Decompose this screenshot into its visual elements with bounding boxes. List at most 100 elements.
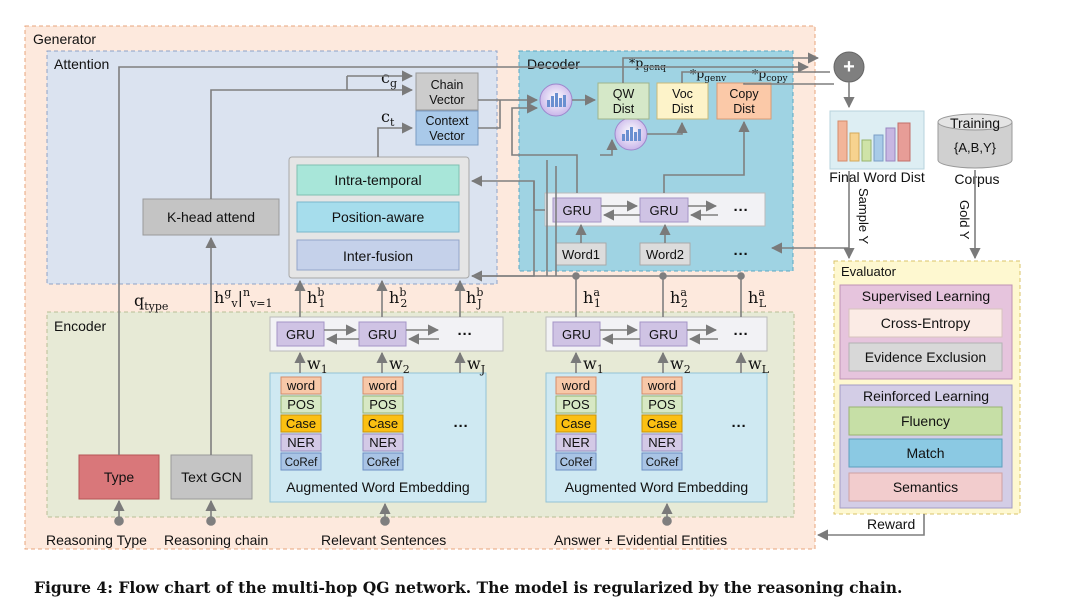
feature-case-label-2: Case: [368, 416, 398, 431]
k-head-attend-box: K-head attend: [142, 198, 280, 236]
encoder-left-gru-row: GRU GRU ···: [269, 316, 504, 352]
input-answer-entities: Answer + Evidential Entities: [554, 532, 727, 548]
p-copy-symbol: *pcopy: [752, 66, 788, 84]
reinforced-learning-group: Reinforced Learning Fluency Match Semant…: [839, 384, 1013, 509]
semantics-label: Semantics: [893, 479, 958, 495]
w-right-label-3: wL: [748, 354, 770, 376]
enc-right-gru-ellipsis: ···: [734, 326, 749, 343]
feature-pos-label-2: POS: [369, 397, 397, 412]
supervised-label: Supervised Learning: [862, 288, 990, 304]
decoder-gru-2: [639, 197, 689, 223]
qw-dist-line2: Dist: [613, 102, 635, 116]
k-head-label: K-head attend: [167, 209, 255, 225]
match-box: [848, 438, 1003, 468]
feature-pos-2: [362, 395, 404, 414]
evidence-exclusion-label: Evidence Exclusion: [865, 349, 986, 365]
feature-word-1: [280, 376, 322, 395]
enc-left-gru-2: [358, 321, 407, 347]
decoder-gru-ellipsis: ···: [734, 202, 749, 219]
cross-entropy-label: Cross-Entropy: [881, 315, 970, 331]
attention-layer-stack: Intra-temporal Position-aware Inter-fusi…: [288, 156, 470, 279]
figure-caption: Figure 4: Flow chart of the multi-hop QG…: [34, 578, 903, 597]
c-g-symbol: cg: [381, 68, 397, 90]
text-gcn-label: Text GCN: [181, 469, 242, 485]
feature-ner-1: [280, 433, 322, 452]
intra-temporal-layer: [296, 164, 460, 196]
feature-pos-label-4: POS: [648, 397, 676, 412]
w-left-label-3: wJ: [467, 354, 485, 376]
context-vector-box: Context Vector: [415, 110, 479, 146]
input-relevant-sentences: Relevant Sentences: [321, 532, 446, 548]
feature-coref-1: [280, 452, 322, 471]
feature-case-4: [641, 414, 683, 433]
voc-dist-box: Voc Dist: [656, 82, 709, 120]
feature-ner-2: [362, 433, 404, 452]
w-left-label-2: w2: [389, 354, 410, 376]
semantics-box: [848, 472, 1003, 502]
h-g-symbol: hgv|nv=1: [214, 286, 273, 310]
feature-case-3: [555, 414, 597, 433]
feature-word-2: [362, 376, 404, 395]
reinforced-label: Reinforced Learning: [863, 388, 989, 404]
encoder-right-gru-row: GRU GRU ···: [545, 316, 768, 352]
enc-right-gru-1-label: GRU: [562, 327, 591, 342]
context-vector-line1: Context: [425, 114, 469, 128]
enc-left-gru-1: [276, 321, 325, 347]
evaluator-label: Evaluator: [841, 264, 897, 279]
plus-icon: +: [843, 56, 855, 78]
feature-coref-label-4: CoRef: [646, 457, 679, 469]
word-ellipsis: ···: [734, 246, 749, 263]
feature-case-label-1: Case: [286, 416, 316, 431]
aug-embedding-right-label: Augmented Word Embedding: [565, 479, 748, 495]
position-aware-layer: [296, 201, 460, 233]
enc-left-gru-2-label: GRU: [368, 327, 397, 342]
feature-word-4: [641, 376, 683, 395]
corpus-label: Corpus: [954, 171, 999, 187]
feature-coref-4: [641, 452, 683, 471]
feature-coref-2: [362, 452, 404, 471]
word1-box: Word1: [555, 242, 607, 266]
chain-vector-box: Chain Vector: [415, 72, 479, 111]
qw-dist-box: QW Dist: [597, 82, 650, 120]
feature-word-label-2: word: [368, 378, 397, 393]
copy-dist-line2: Dist: [733, 102, 755, 116]
feature-case-label-3: Case: [561, 416, 591, 431]
feature-pos-3: [555, 395, 597, 414]
generator-label: Generator: [33, 31, 96, 47]
w-left-label-1: w1: [307, 354, 328, 376]
word2-label: Word2: [646, 247, 684, 262]
feature-word-label-1: word: [286, 378, 315, 393]
aug-embedding-left-label: Augmented Word Embedding: [286, 479, 469, 495]
enc-right-gru-2: [639, 321, 688, 347]
enc-right-gru-2-label: GRU: [649, 327, 678, 342]
feature-coref-3: [555, 452, 597, 471]
feature-word-label-3: word: [561, 378, 590, 393]
feature-stacks: wordPOSCaseNERCoRefwordPOSCaseNERCoRefwo…: [280, 376, 683, 471]
match-label: Match: [906, 445, 944, 461]
w-right-label-2: w2: [670, 354, 691, 376]
enc-left-gru-1-label: GRU: [286, 327, 315, 342]
word1-label: Word1: [562, 247, 600, 262]
cross-entropy-box: [848, 308, 1003, 338]
chain-vector-line1: Chain: [431, 78, 464, 92]
voc-dist-line1: Voc: [672, 87, 693, 101]
feature-ner-label-1: NER: [287, 435, 314, 450]
feature-pos-label-3: POS: [562, 397, 590, 412]
enc-right-gru-1: [552, 321, 601, 347]
decoder-gru-1: [552, 197, 602, 223]
feature-pos-label-1: POS: [287, 397, 315, 412]
inter-fusion-layer: [296, 239, 460, 271]
feature-case-1: [280, 414, 322, 433]
feature-ner-4: [641, 433, 683, 452]
inter-fusion-label: Inter-fusion: [343, 248, 413, 264]
reward-label: Reward: [867, 516, 915, 532]
c-t-symbol: ct: [381, 107, 395, 129]
fluency-label: Fluency: [901, 413, 950, 429]
fluency-box: [848, 406, 1003, 436]
